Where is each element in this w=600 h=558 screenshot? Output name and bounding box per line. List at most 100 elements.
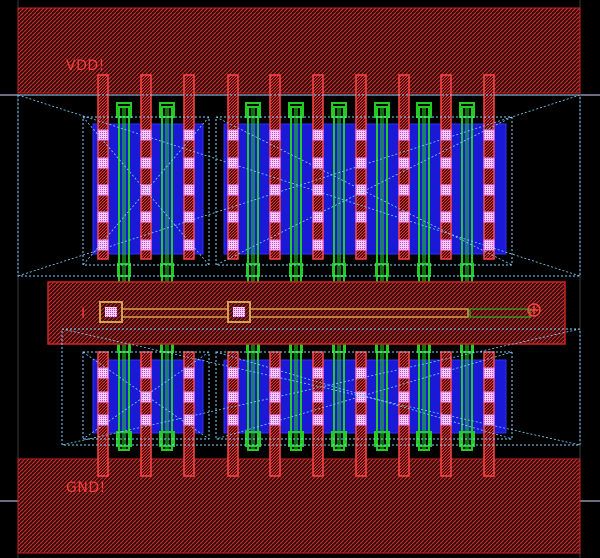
contact-nmos-10-2 <box>483 391 495 403</box>
contact-nmos-8-1 <box>398 367 410 379</box>
contact-nmos-5-1 <box>269 367 281 379</box>
gnd-net-label: GND! <box>66 480 106 496</box>
outline-diagonal-8 <box>82 351 210 440</box>
contact-nmos-3-2 <box>183 391 195 403</box>
gate-poly-7 <box>422 107 426 450</box>
contact-pmos-6-5 <box>312 239 324 251</box>
contact-nmos-8-3 <box>398 414 410 426</box>
gate-poly-6 <box>380 107 384 450</box>
input-via-core <box>105 307 117 317</box>
contact-array <box>97 74 495 477</box>
contact-pmos-3-3 <box>183 184 195 196</box>
contact-nmos-8-2 <box>398 391 410 403</box>
contact-pmos-2-5 <box>140 239 152 251</box>
outline-diagonal-10 <box>215 351 513 440</box>
outline-nmos-left <box>82 351 210 440</box>
contact-pmos-1-4 <box>97 211 109 223</box>
power-rails <box>17 7 581 554</box>
contact-nmos-2-2 <box>140 391 152 403</box>
output-pin-marker <box>527 303 541 317</box>
contact-pmos-1-3 <box>97 184 109 196</box>
outline-upper-cell <box>17 94 581 277</box>
outline-nmos-right <box>215 351 513 440</box>
contact-nmos-3-1 <box>183 367 195 379</box>
contact-pmos-4-5 <box>227 239 239 251</box>
contact-pmos-9-1 <box>440 129 452 141</box>
contact-pmos-6-4 <box>312 211 324 223</box>
outline-pmos-left <box>82 116 210 266</box>
contact-pmos-9-3 <box>440 184 452 196</box>
gate-mid-contact-top-4 <box>289 263 303 277</box>
contact-pmos-5-5 <box>269 239 281 251</box>
contact-pmos-10-4 <box>483 211 495 223</box>
output-wire-tail <box>469 308 531 318</box>
outline-diagonal-2 <box>82 116 210 266</box>
gnd-rail <box>17 458 581 554</box>
contact-pmos-7-5 <box>355 239 367 251</box>
contact-pmos-8-5 <box>398 239 410 251</box>
vdd-net-label: VDD! <box>66 58 105 74</box>
contact-nmos-5-3 <box>269 414 281 426</box>
gate-poly-4 <box>294 107 298 450</box>
contact-nmos-7-1 <box>355 367 367 379</box>
input-wire <box>121 308 229 318</box>
contact-pmos-10-5 <box>483 239 495 251</box>
outline-diagonal-6 <box>17 94 581 277</box>
contact-pmos-6-2 <box>312 157 324 169</box>
contact-pmos-3-5 <box>183 239 195 251</box>
gate-poly-8 <box>465 107 469 450</box>
contact-pmos-9-5 <box>440 239 452 251</box>
contact-nmos-4-1 <box>227 367 239 379</box>
contact-pmos-3-4 <box>183 211 195 223</box>
contact-pmos-5-1 <box>269 129 281 141</box>
contact-pmos-2-2 <box>140 157 152 169</box>
contact-nmos-6-2 <box>312 391 324 403</box>
output-wire <box>249 308 469 318</box>
gate-poly-3 <box>251 107 255 450</box>
contact-pmos-8-4 <box>398 211 410 223</box>
gate-poly-2 <box>165 107 169 450</box>
outline-pmos-right <box>215 116 513 266</box>
contact-pmos-6-3 <box>312 184 324 196</box>
contact-nmos-9-1 <box>440 367 452 379</box>
contact-pmos-1-1 <box>97 129 109 141</box>
contact-pmos-7-1 <box>355 129 367 141</box>
contact-strip-bottom-2 <box>140 351 152 477</box>
gate-poly-1 <box>122 107 126 450</box>
contact-pmos-8-3 <box>398 184 410 196</box>
contact-pmos-6-1 <box>312 129 324 141</box>
outline-lower-cell <box>61 328 581 446</box>
contact-pmos-3-1 <box>183 129 195 141</box>
gate-mid-contact-top-1 <box>117 263 131 277</box>
contact-pmos-5-3 <box>269 184 281 196</box>
outline-diagonal-5 <box>17 94 581 277</box>
contact-pmos-2-4 <box>140 211 152 223</box>
contact-nmos-10-1 <box>483 367 495 379</box>
contact-nmos-6-1 <box>312 367 324 379</box>
contact-nmos-2-3 <box>140 414 152 426</box>
input-pin-label: I <box>81 306 86 322</box>
contact-pmos-4-1 <box>227 129 239 141</box>
contact-pmos-5-4 <box>269 211 281 223</box>
contact-nmos-9-3 <box>440 414 452 426</box>
io-bar <box>47 281 566 345</box>
gate-poly-5 <box>337 107 341 450</box>
outline-diagonal-4 <box>215 116 513 266</box>
contact-nmos-1-2 <box>97 391 109 403</box>
contact-nmos-7-3 <box>355 414 367 426</box>
outline-diagonal-12 <box>61 328 581 446</box>
contact-pmos-9-4 <box>440 211 452 223</box>
contact-pmos-1-5 <box>97 239 109 251</box>
contact-pmos-4-2 <box>227 157 239 169</box>
contact-pmos-10-2 <box>483 157 495 169</box>
contact-pmos-8-2 <box>398 157 410 169</box>
contact-pmos-2-3 <box>140 184 152 196</box>
contact-pmos-3-2 <box>183 157 195 169</box>
contact-pmos-1-2 <box>97 157 109 169</box>
contact-pmos-9-2 <box>440 157 452 169</box>
contact-nmos-1-3 <box>97 414 109 426</box>
contact-nmos-6-3 <box>312 414 324 426</box>
outline-diagonal-9 <box>215 351 513 440</box>
contact-pmos-10-1 <box>483 129 495 141</box>
contact-pmos-2-1 <box>140 129 152 141</box>
